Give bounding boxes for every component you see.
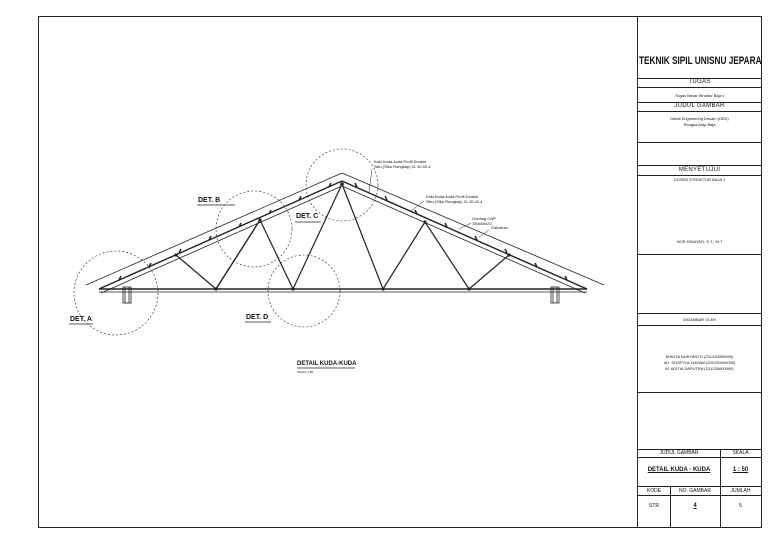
callout-gording-line1: Gording CNP (472, 216, 496, 221)
callout-rafter-mid: Kaki Kuda-kuda Profil Double Siku (Siku … (426, 194, 482, 204)
purlins-left (118, 182, 332, 281)
web-5 (292, 183, 343, 290)
digambar-label: DIGAMBAR OLEH (682, 317, 717, 322)
web-1 (175, 254, 217, 290)
no-gambar-value: 4 (693, 503, 697, 509)
title-block-institution: TEKNIK SIPIL UNISNU JEPARA (638, 51, 762, 67)
det-b-label[interactable]: DET. B (198, 197, 221, 204)
web-3 (215, 219, 261, 290)
menyetujui-label: MENYETUJUI (678, 167, 721, 173)
detail-circle-c (305, 148, 379, 222)
callout-rafter-top-line2: Siku (Siku Rongkap) 2L 40.40.4 (374, 164, 431, 169)
roof-cover-left (85, 172, 343, 286)
purlins-right (354, 182, 568, 281)
jumlah-value: 5 (739, 503, 742, 509)
tugas-label: TUGAS (688, 79, 711, 85)
callout-gording: Gording CNP 150x50x20 (472, 216, 496, 226)
support-right (550, 286, 560, 304)
jumlah-label: JUMLAH (730, 488, 751, 494)
dosen-label: DOSEN STRUKTUR BAJA 1 (673, 177, 726, 182)
institution-name: TEKNIK SIPIL UNISNU JEPARA (639, 55, 762, 67)
author-2: AH. SHOFYUL HAYAM (231230000000) (663, 360, 736, 365)
drawing-caption-scale: SKALA 1:50 (297, 370, 314, 374)
web-8 (424, 221, 470, 290)
rafter-right (341, 180, 588, 290)
detail-circle-a (73, 250, 159, 336)
kode-value: STR (649, 503, 659, 509)
truss-joints (174, 182, 511, 291)
skala-value: 1 : 50 (732, 467, 749, 473)
web-4 (259, 219, 294, 290)
det-d-label[interactable]: DET. D (246, 314, 269, 321)
web-7 (382, 221, 426, 290)
web-6 (341, 183, 384, 290)
rafter-left-inner (100, 185, 343, 294)
author-1: SHINTA NURYANTO (231230000000) (665, 354, 734, 359)
callout-rafter-mid-line2: Siku (Siku Rongkap) 2L 40.40.4 (426, 199, 483, 204)
judul-gambar-value: DETAIL KUDA - KUDA (647, 467, 711, 473)
callout-rafter-top-line1: Kaki Kuda-kuda Profil Double (374, 159, 427, 164)
no-gambar-label: NO. GAMBAR (679, 488, 711, 494)
support-left (122, 286, 132, 304)
judul-value-1: Detail Engineering Desain (DED) (670, 116, 729, 121)
roof-cover-right (341, 172, 605, 286)
callout-gording-line2: 150x50x20 (472, 221, 492, 226)
drawing-sheet: DET. B DET. C DET. A DET. D Kaki Kuda-ku… (38, 16, 762, 528)
drawing-area: DET. B DET. C DET. A DET. D Kaki Kuda-ku… (39, 17, 638, 527)
callout-rafter-mid-line1: Kaki Kuda-kuda Profil Double (426, 194, 479, 199)
rafter-left (98, 180, 343, 290)
judul-label: JUDUL GAMBAR (674, 103, 725, 109)
truss-drawing (69, 148, 605, 369)
dosen-name: NOR HIDAYATI, S.T., M.T (676, 239, 723, 244)
callout-rafter-top: Kaki Kuda-kuda Profil Double Siku (Siku … (374, 159, 430, 169)
kode-label: KODE (646, 488, 662, 494)
rafter-right-inner (341, 185, 586, 294)
title-block: TEKNIK SIPIL UNISNU JEPARA TUGAS Tugas B… (638, 17, 762, 527)
tugas-value: Tugas Besar Struktur Baja I (675, 93, 724, 98)
det-c-label[interactable]: DET. C (296, 213, 319, 220)
det-a-label[interactable]: DET. A (70, 316, 92, 323)
author-3: M. ADITIA SAPUTRA (231230000000) (665, 366, 734, 371)
web-9 (468, 254, 510, 290)
detail-circle-b (215, 190, 293, 268)
judul-value-2: Rangka Atap Baja (683, 122, 716, 127)
detail-circle-d (267, 254, 341, 328)
skala-label: SKALA (732, 450, 749, 456)
callout-galvalum: Galvalum (491, 225, 508, 230)
drawing-caption: DETAIL KUDA-KUDA (297, 361, 357, 367)
judul-gambar-label: JUDUL GAMBAR (659, 450, 699, 456)
